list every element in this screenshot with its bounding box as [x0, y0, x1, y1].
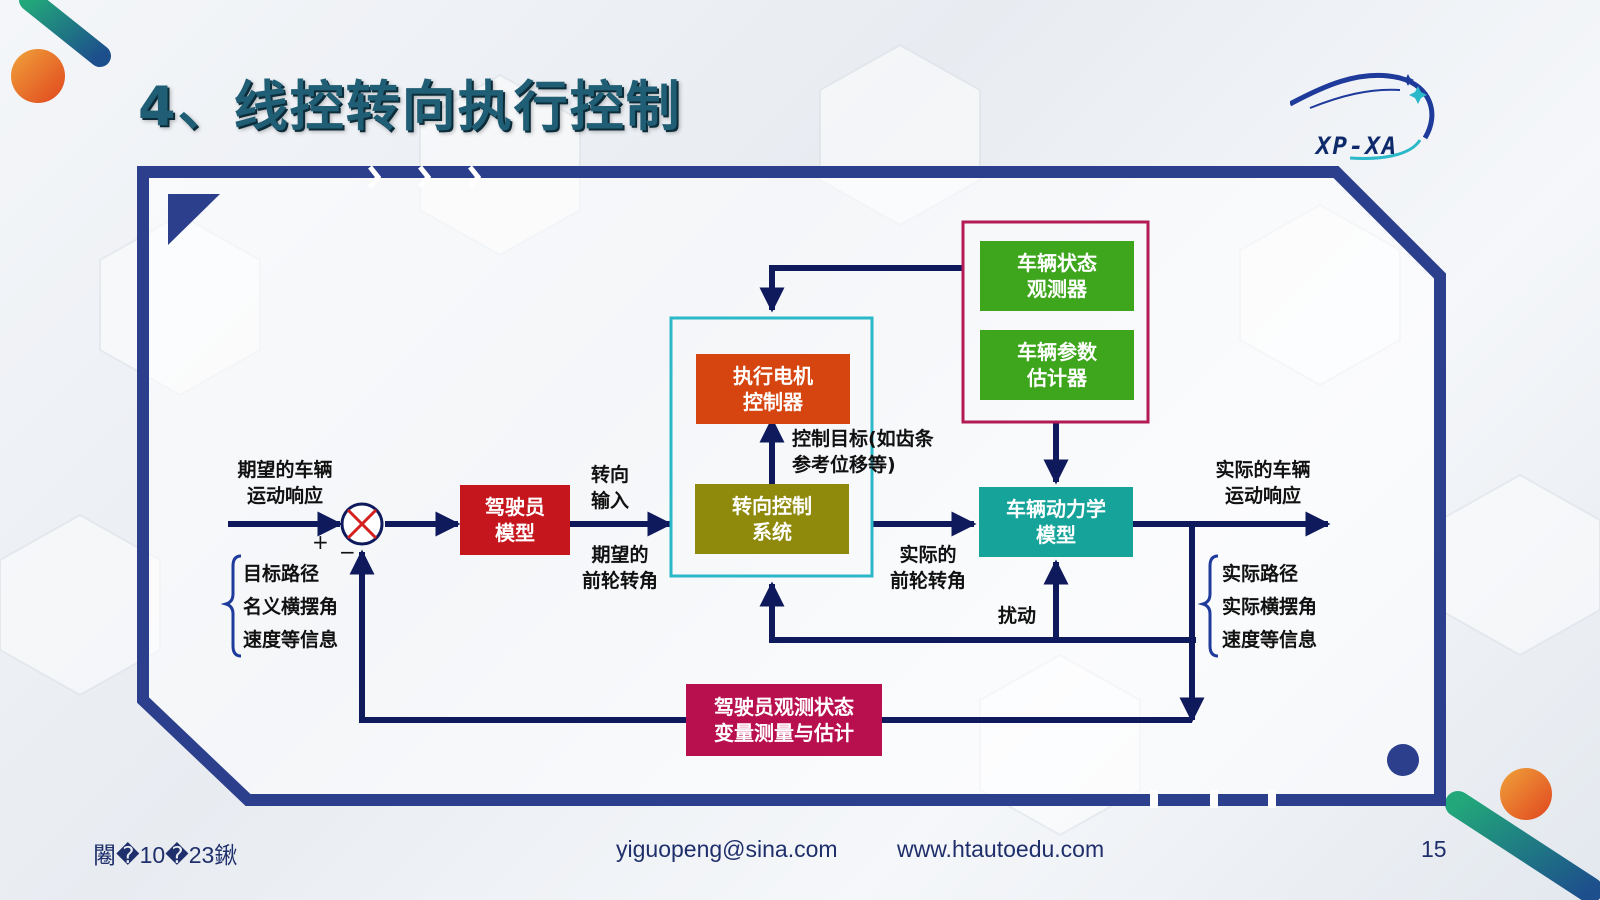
summing-junction	[340, 502, 384, 546]
top-left-decoration	[11, 0, 111, 103]
driver-observe-block: 驾驶员观测状态 变量测量与估计	[686, 684, 882, 756]
footer-email: yiguopeng@sina.com	[616, 836, 838, 862]
minus-sign: −	[339, 540, 356, 564]
arrow-disturbance-to-steer	[759, 581, 1196, 643]
plus-sign: +	[312, 530, 329, 554]
param-estimator-block: 车辆参数 估计器	[980, 330, 1134, 400]
label-steer-input: 转向 输入	[590, 464, 629, 512]
xp-xa-logo	[1290, 72, 1435, 160]
steer-control-block: 转向控制 系统	[695, 484, 849, 554]
label-actual-list: 实际路径 实际横摆角 速度等信息	[1222, 563, 1318, 651]
driver-model-block: 驾驶员 模型	[460, 485, 570, 555]
arrow-feedback-to-sum	[349, 549, 1192, 723]
motor-controller-block: 执行电机 控制器	[696, 354, 850, 424]
steer-group-frame	[669, 316, 874, 578]
label-actual-response: 实际的车辆 运动响应	[1215, 459, 1311, 507]
right-brace	[1197, 554, 1219, 658]
frame-chevrons	[368, 165, 482, 189]
state-observer-block: 车辆状态 观测器	[980, 241, 1134, 311]
label-disturbance: 扰动	[998, 605, 1037, 627]
label-desired-front-angle: 期望的 前轮转角	[581, 544, 658, 592]
footer-date: 闂�10�23鍬	[93, 842, 238, 868]
label-actual-front-angle: 实际的 前轮转角	[889, 544, 966, 592]
frame-dot	[1387, 744, 1419, 776]
label-control-target: 控制目标(如齿条 参考位移等)	[792, 428, 934, 476]
vehicle-dynamics-block: 车辆动力学 模型	[979, 487, 1133, 557]
left-brace	[220, 554, 242, 658]
frame-bottom-gaps	[1150, 790, 1276, 808]
logo-text: XP-XA	[1316, 132, 1399, 160]
page-title: 4、线控转向执行控制	[138, 75, 682, 138]
footer-website: www.htautoedu.com	[897, 836, 1105, 862]
label-desired-response: 期望的车辆 运动响应	[237, 459, 333, 507]
arrow-observer-to-steer	[759, 265, 963, 313]
label-target-list: 目标路径 名义横摆角 速度等信息	[243, 563, 339, 651]
page-number: 15	[1421, 836, 1447, 862]
observer-group-frame	[961, 220, 1150, 424]
frame-corner-triangle	[168, 194, 220, 245]
bottom-right-decoration	[1445, 768, 1600, 900]
